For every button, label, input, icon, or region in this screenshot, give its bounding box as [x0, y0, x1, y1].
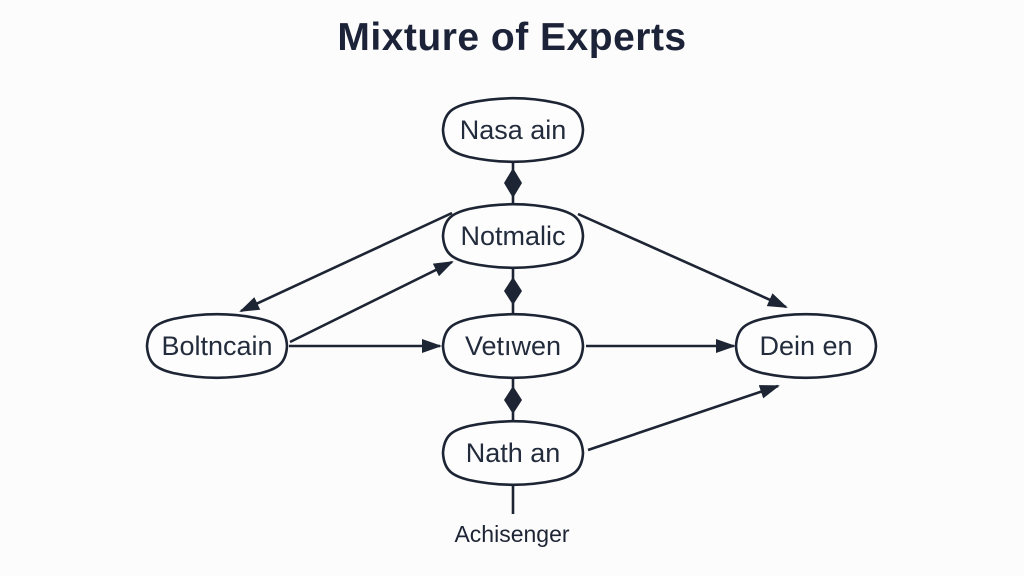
node-notmalic-shape	[441, 202, 585, 270]
node-deinen-label: Dein en	[759, 331, 852, 361]
edge-notmalic-to-deinen	[577, 212, 788, 309]
node-nathan: Nath an	[441, 419, 585, 487]
node-boltncain: Boltncain	[145, 312, 289, 380]
node-nathan-shape	[441, 419, 585, 487]
node-deinen: Dein en	[734, 312, 878, 380]
node-vetiwen: Vetıwen	[441, 312, 585, 380]
diamond-arrowhead-notmalic-vetiwen	[504, 277, 522, 305]
node-notmalic-label: Notmalic	[460, 221, 565, 251]
diagram-edges	[239, 162, 788, 514]
node-nathan-label: Nath an	[466, 438, 561, 468]
node-vetiwen-shape	[441, 312, 585, 380]
diamond-arrowhead-vetiwen-nathan	[504, 386, 522, 414]
edge-notmalic-to-boltncain	[239, 211, 453, 313]
node-notmalic: Notmalic	[441, 202, 585, 270]
node-nasa-ain-label: Nasa ain	[460, 115, 567, 145]
diamond-arrowhead-nasa-notmalic	[504, 168, 522, 198]
node-vetiwen-label: Vetıwen	[465, 331, 561, 361]
edge-boltncain-to-notmalic	[289, 260, 454, 344]
node-boltncain-label: Boltncain	[161, 331, 272, 361]
diagram-caption: Achisenger	[454, 521, 570, 547]
diagram-nodes: Nasa ain Notmalic Boltncain Vetıwen Dein…	[145, 96, 878, 487]
node-boltncain-shape	[145, 312, 289, 380]
node-deinen-shape	[734, 312, 878, 380]
node-nasa-ain-shape	[441, 96, 585, 164]
edge-nathan-to-deinen	[587, 384, 780, 452]
diagram-title: Mixture of Experts	[337, 16, 687, 59]
node-nasa-ain: Nasa ain	[441, 96, 585, 164]
